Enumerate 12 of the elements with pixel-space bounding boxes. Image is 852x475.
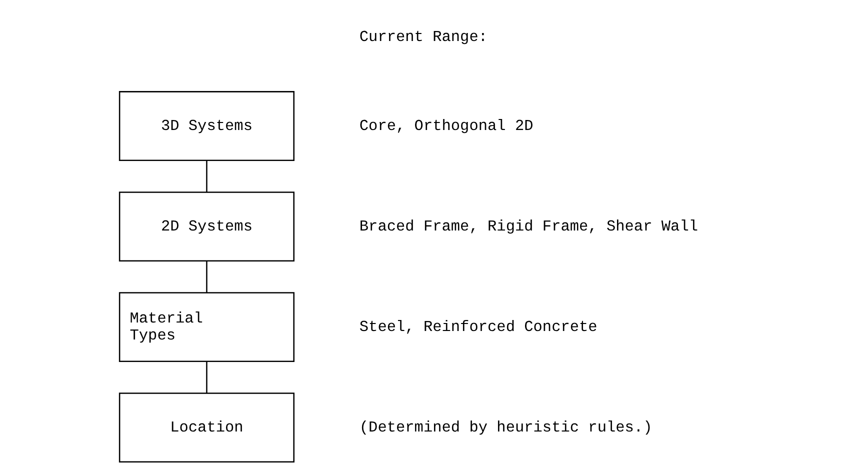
label: Braced Frame, Rigid Frame, Shear Wall <box>358 216 698 235</box>
connector <box>206 361 207 393</box>
label: Current Range: <box>358 27 488 46</box>
node-box: 2D Systems <box>118 191 294 262</box>
connector <box>206 260 207 292</box>
label: (Determined by heuristic rules.) <box>358 418 652 436</box>
label: Steel, Reinforced Concrete <box>358 318 597 336</box>
node-box: Location <box>118 392 294 462</box>
label: Core, Orthogonal 2D <box>358 116 533 134</box>
node-box: 3D Systems <box>118 90 294 161</box>
node-box: Material Types <box>118 292 294 362</box>
connector <box>206 160 207 192</box>
